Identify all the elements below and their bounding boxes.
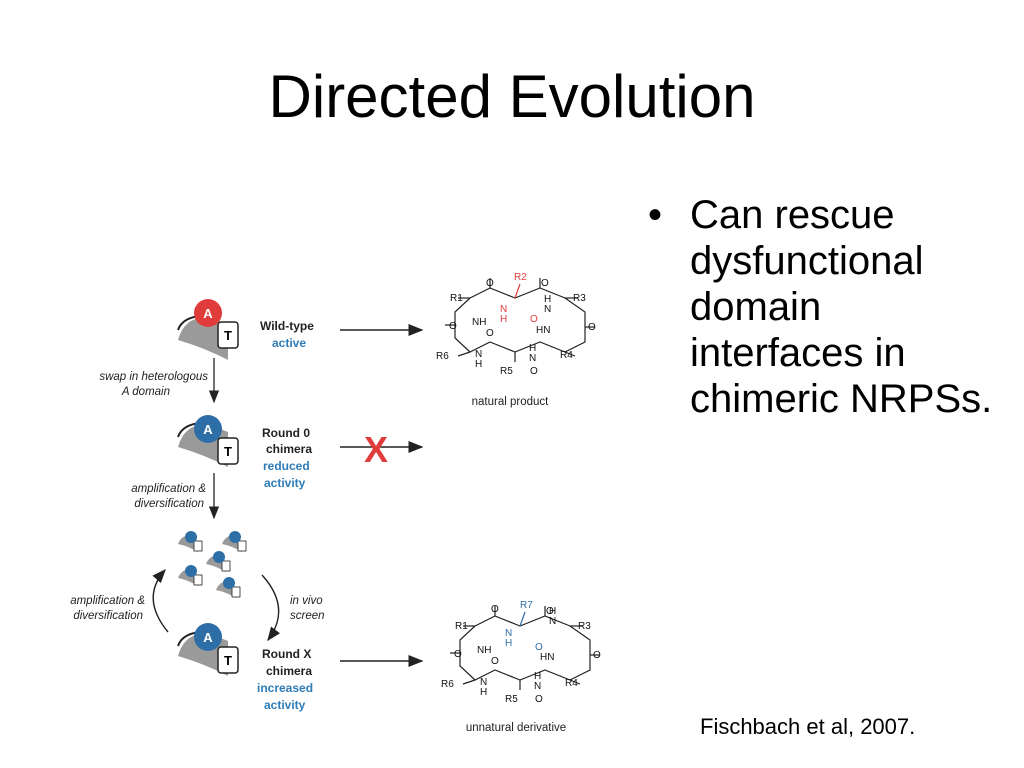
svg-text:O: O	[530, 366, 538, 377]
svg-text:N: N	[549, 616, 556, 627]
roundx-activity: activity	[264, 698, 306, 712]
svg-text:O: O	[546, 606, 554, 617]
svg-text:O: O	[541, 278, 549, 289]
svg-text:R3: R3	[573, 293, 586, 304]
roundx-label: Round X	[262, 647, 311, 661]
natural-product-structure	[445, 278, 595, 362]
wild-type-label: Wild-type	[260, 319, 314, 333]
svg-text:O: O	[486, 328, 494, 339]
round0-activity: activity	[264, 476, 306, 490]
svg-text:H: H	[500, 314, 507, 325]
bullet-list: Can rescue dysfunctional domain interfac…	[648, 192, 998, 422]
svg-text:H: H	[544, 294, 551, 305]
block-mark: X	[364, 429, 388, 470]
svg-text:R4: R4	[565, 678, 578, 689]
svg-text:A: A	[203, 630, 213, 645]
slide-title: Directed Evolution	[268, 63, 756, 130]
svg-text:O: O	[593, 650, 601, 661]
amp2-line1: amplification &	[70, 595, 145, 607]
a-domain-label: A	[203, 306, 213, 321]
arrow-cycle-left	[152, 568, 169, 633]
unnatural-derivative-structure	[450, 606, 600, 690]
svg-text:A: A	[203, 422, 213, 437]
svg-text:H: H	[529, 343, 536, 354]
svg-text:T: T	[224, 653, 232, 668]
roundx-chimera: chimera	[266, 664, 312, 678]
svg-text:H: H	[475, 359, 482, 370]
roundx-module: T A	[177, 623, 239, 676]
svg-text:O: O	[449, 321, 457, 332]
svg-text:O: O	[491, 656, 499, 667]
svg-text:N: N	[544, 304, 551, 315]
swap-label-1: swap in heterologous	[99, 371, 208, 383]
svg-text:R5: R5	[500, 366, 513, 377]
svg-text:O: O	[535, 642, 543, 653]
svg-text:O: O	[454, 649, 462, 660]
svg-text:H: H	[549, 606, 556, 617]
svg-text:N: N	[475, 349, 482, 360]
svg-text:O: O	[486, 278, 494, 289]
amp1-line2: diversification	[134, 498, 204, 510]
wild-type-module: T A	[177, 299, 239, 360]
svg-text:O: O	[530, 314, 538, 325]
round0-module: T A	[177, 415, 239, 467]
roundx-increased: increased	[257, 681, 313, 695]
svg-text:H: H	[534, 671, 541, 682]
svg-text:R4: R4	[560, 350, 573, 361]
svg-text:N: N	[534, 681, 541, 692]
round0-reduced: reduced	[263, 459, 310, 473]
svg-text:N: N	[505, 628, 512, 639]
amp1-line1: amplification &	[131, 483, 206, 495]
svg-text:NH: NH	[477, 645, 491, 656]
screen-line1: in vivo	[290, 595, 323, 607]
svg-text:N: N	[500, 304, 507, 315]
round0-label: Round 0	[262, 426, 310, 440]
svg-text:R1: R1	[455, 621, 468, 632]
round0-chimera: chimera	[266, 442, 312, 456]
svg-text:HN: HN	[536, 325, 550, 336]
bullet-item: Can rescue dysfunctional domain interfac…	[648, 192, 998, 422]
svg-text:N: N	[480, 677, 487, 688]
arrow-cycle-right	[261, 574, 281, 642]
svg-text:R2: R2	[514, 272, 527, 283]
svg-text:NH: NH	[472, 317, 486, 328]
citation: Fischbach et al, 2007.	[700, 714, 916, 739]
unnatural-derivative-caption: unnatural derivative	[466, 722, 566, 734]
natural-product-caption: natural product	[472, 396, 550, 408]
t-domain-label: T	[224, 328, 232, 343]
svg-text:T: T	[224, 444, 232, 459]
swap-label-2: A domain	[121, 386, 170, 398]
variant-library	[178, 531, 247, 598]
wild-type-activity: active	[272, 336, 306, 350]
svg-text:R5: R5	[505, 694, 518, 705]
svg-text:O: O	[535, 694, 543, 705]
svg-text:O: O	[588, 322, 596, 333]
svg-text:R6: R6	[441, 679, 454, 690]
svg-text:N: N	[529, 353, 536, 364]
svg-text:R1: R1	[450, 293, 463, 304]
svg-text:R3: R3	[578, 621, 591, 632]
svg-text:O: O	[491, 604, 499, 615]
svg-text:R7: R7	[520, 600, 533, 611]
screen-line2: screen	[290, 610, 325, 622]
svg-text:HN: HN	[540, 652, 554, 663]
svg-text:H: H	[480, 687, 487, 698]
svg-text:R6: R6	[436, 351, 449, 362]
amp2-line2: diversification	[73, 610, 143, 622]
svg-text:H: H	[505, 638, 512, 649]
